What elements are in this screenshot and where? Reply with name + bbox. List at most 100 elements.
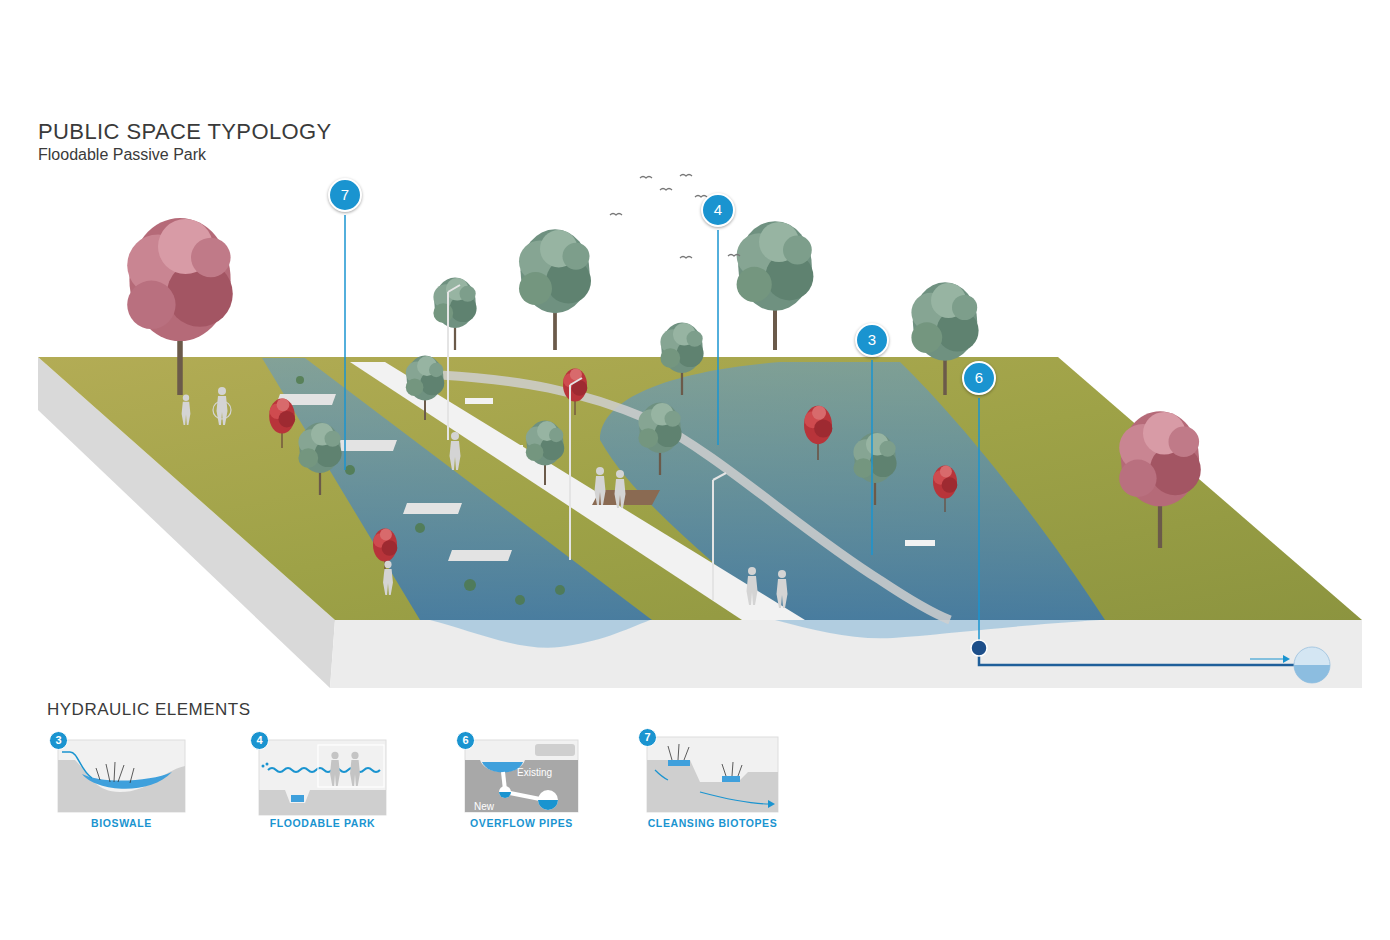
trees [127,218,1201,575]
cleansing-biotopes-sketch [647,737,778,812]
cleansing-biotope-channel-part-part [415,523,425,533]
cleansing-biotopes-sketch-part-part [722,764,726,776]
floodable-park-sketch-part [259,790,386,815]
callout-leaders-part [978,398,980,640]
trees-part [737,221,814,350]
bioswale-sketch-part [58,760,185,812]
cleansing-biotopes-sketch-part [655,770,668,780]
overflow-pipes-sketch-part [535,744,575,756]
lamp-posts-part [570,378,582,385]
people-part [615,470,626,508]
trees-part [373,529,397,576]
trees-part [1119,411,1201,548]
cleansing-biotope-channel-part-part [464,579,476,591]
callout-number: 7 [638,728,657,747]
terrain-slab-part [430,620,650,648]
overflow-pipe-part [1250,658,1283,659]
trees-part [660,323,703,395]
trees-part [519,229,591,350]
overflow-pipe-part [1283,655,1290,663]
bioswale-sketch [58,740,185,812]
walkways [350,362,950,620]
overflow-pipe-part [971,640,987,656]
bioswale-sketch-part-part [96,768,100,780]
birds-part [640,177,652,179]
overflow-pipe [971,640,1330,683]
floodable-park-water-part [600,362,1105,620]
cleansing-biotopes-sketch-part [768,800,775,808]
terrain-slab-part [775,620,1100,638]
lamp-posts-part [713,473,726,480]
cleansing-biotope-channel-part-part [555,585,565,595]
diagram-title: PUBLIC SPACE TYPOLOGY [38,119,332,145]
cleansing-biotopes-sketch-part [647,760,778,812]
cleansing-biotope-channel-part [448,550,512,561]
cleansing-biotopes-sketch-part-part [684,747,689,760]
birds-part [680,175,692,177]
trees-part [269,398,295,448]
overflow-pipe-part [979,648,1294,665]
cleansing-biotopes-sketch-part-part [738,765,742,776]
cleansing-biotopes-sketch-part [647,737,778,812]
lamp-posts-part [569,385,571,560]
walkways-part [350,362,805,620]
cleansing-biotopes-sketch-part [722,776,740,782]
floodable-park-sketch-part [259,740,386,815]
callout-number: 6 [962,361,996,395]
overflow-pipes-sketch-part [482,762,523,773]
overflow-pipes-sketch-part [538,790,558,810]
callout-number: 6 [456,731,475,750]
cleansing-biotope-channel-part-part [515,595,525,605]
callout-number: 7 [328,178,362,212]
people-part [777,570,788,608]
walkways-part [440,375,950,620]
overflow-pipes-sketch [465,740,578,812]
hydraulic-element-panel: 4FLOODABLE PARK [259,740,386,832]
floodable-park-sketch-part [330,752,360,786]
overflow-pipes-sketch-part [465,760,578,812]
terrain-slab-part [330,620,1362,688]
callout-number: 4 [250,731,269,750]
element-caption: FLOODABLE PARK [270,817,376,829]
people-part [595,467,606,505]
element-caption: BIOSWALE [91,817,152,829]
trees-part [804,406,832,460]
trees-part [298,423,341,495]
overflow-pipe-part [1294,647,1330,683]
callout-leaders-part [344,215,346,470]
overflow-pipe-part [1294,665,1330,683]
bioswale-sketch-part-part [106,764,110,782]
birds [610,175,740,259]
floodable-park-water [600,362,1105,620]
birds-part [695,196,707,198]
overflow-pipes-sketch-part [499,786,511,798]
hydraulic-element-panel: 7CLEANSING BIOTOPES [647,737,778,832]
cleansing-biotopes-sketch-part [668,744,742,776]
floodable-park-sketch-part [268,768,380,772]
cleansing-biotopes-sketch-part [668,760,690,766]
birds-part [680,257,692,259]
walkways-part [465,398,493,404]
hydraulic-element-panel: 6ExistingNewOVERFLOW PIPES [465,740,578,832]
trees-part [638,403,681,475]
people-part [383,561,393,595]
element-caption: CLEANSING BIOTOPES [648,817,778,829]
floodable-park-sketch-part-part [330,752,340,786]
cleansing-biotopes-sketch-part-part [732,762,733,776]
lamp-posts-part [447,292,449,440]
birds-part [660,189,672,191]
cleansing-biotopes-sketch-part-part [668,746,672,760]
floodable-park-sketch-part-part [266,763,269,766]
bioswale-sketch-part [58,740,185,812]
floodable-park-sketch-part-part [262,765,265,768]
trees-part [853,433,896,505]
cleansing-biotopes-sketch-part-part [678,744,679,760]
diagram-subtitle: Floodable Passive Park [38,146,206,164]
birds-part [610,214,622,216]
overflow-pipes-sketch-part [465,740,578,812]
pipe-label: Existing [517,767,552,778]
cleansing-biotope-channel-part [403,503,462,514]
bioswale-sketch-part-part [118,765,124,782]
floodable-park-sketch-part [291,795,304,802]
